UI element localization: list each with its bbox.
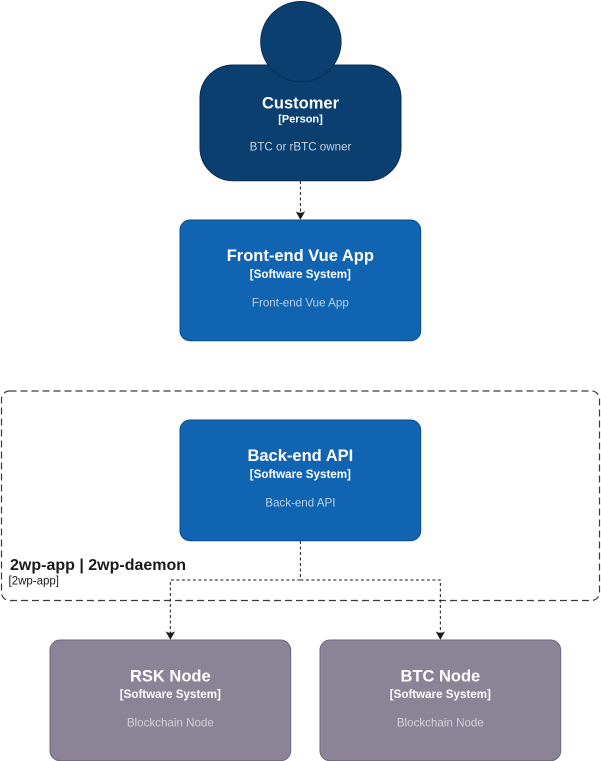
svg-text:[Software System]: [Software System] — [250, 268, 351, 281]
svg-text:Back-end API: Back-end API — [265, 496, 335, 509]
svg-text:[Software System]: [Software System] — [120, 688, 221, 701]
svg-text:BTC or rBTC owner: BTC or rBTC owner — [250, 140, 352, 153]
svg-text:2wp-app | 2wp-daemon: 2wp-app | 2wp-daemon — [10, 557, 186, 574]
svg-text:BTC Node: BTC Node — [400, 668, 480, 686]
svg-text:RSK Node: RSK Node — [130, 668, 211, 686]
svg-text:Blockchain Node: Blockchain Node — [397, 716, 484, 729]
svg-text:Front-end Vue App: Front-end Vue App — [227, 247, 374, 265]
svg-text:[2wp-app]: [2wp-app] — [9, 576, 60, 588]
svg-text:[Person]: [Person] — [278, 114, 323, 126]
svg-text:[Software System]: [Software System] — [250, 468, 351, 481]
svg-text:[Software System]: [Software System] — [390, 688, 491, 701]
svg-text:Customer: Customer — [262, 95, 340, 113]
svg-text:Back-end API: Back-end API — [247, 447, 353, 465]
svg-text:Front-end Vue App: Front-end Vue App — [252, 296, 349, 309]
svg-text:Blockchain Node: Blockchain Node — [127, 716, 214, 729]
